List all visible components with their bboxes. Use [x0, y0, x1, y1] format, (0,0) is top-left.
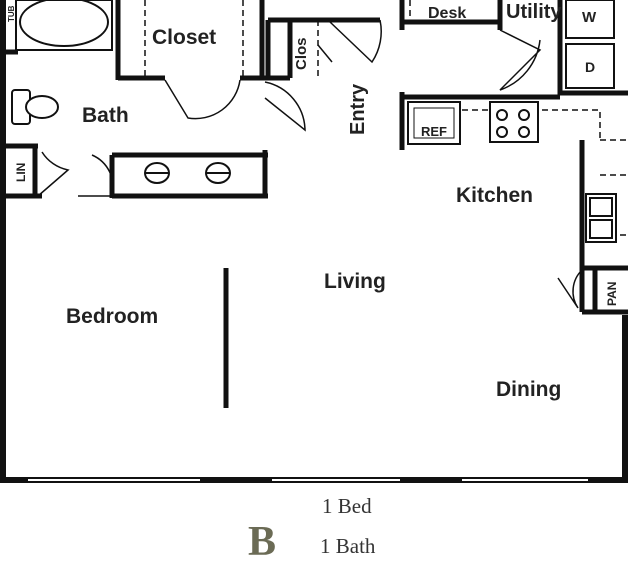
label-entry: Entry	[347, 83, 369, 135]
stove	[489, 101, 539, 143]
toilet	[11, 89, 59, 125]
label-utility: Utility	[506, 1, 562, 23]
label-dryer: D	[585, 59, 595, 75]
bed-count: 1 Bed	[322, 494, 372, 518]
refrigerator	[407, 101, 461, 145]
doors	[37, 19, 583, 309]
bath-count: 1 Bath	[320, 534, 376, 558]
label-living: Living	[324, 270, 386, 293]
label-closet: Closet	[152, 26, 216, 49]
label-tub: TUB	[7, 5, 16, 22]
unit-letter: B	[248, 519, 277, 565]
tub	[15, 0, 113, 51]
label-dining: Dining	[496, 378, 561, 401]
label-washer: W	[582, 9, 597, 26]
label-kitchen: Kitchen	[456, 184, 533, 207]
floor-plan: Closet Desk Utility W D Clos Entry Bath …	[0, 0, 628, 484]
vanity-sinks	[144, 162, 231, 184]
washer-dryer	[565, 0, 615, 89]
label-lin: LIN	[14, 163, 28, 182]
interior-walls	[3, 0, 628, 315]
label-ref: REF	[421, 124, 447, 139]
label-bedroom: Bedroom	[66, 305, 158, 328]
kitchen-sink	[585, 193, 617, 243]
label-pan: PAN	[605, 282, 619, 306]
label-bath: Bath	[82, 104, 129, 127]
label-clos: Clos	[293, 37, 310, 70]
label-desk: Desk	[428, 5, 466, 22]
